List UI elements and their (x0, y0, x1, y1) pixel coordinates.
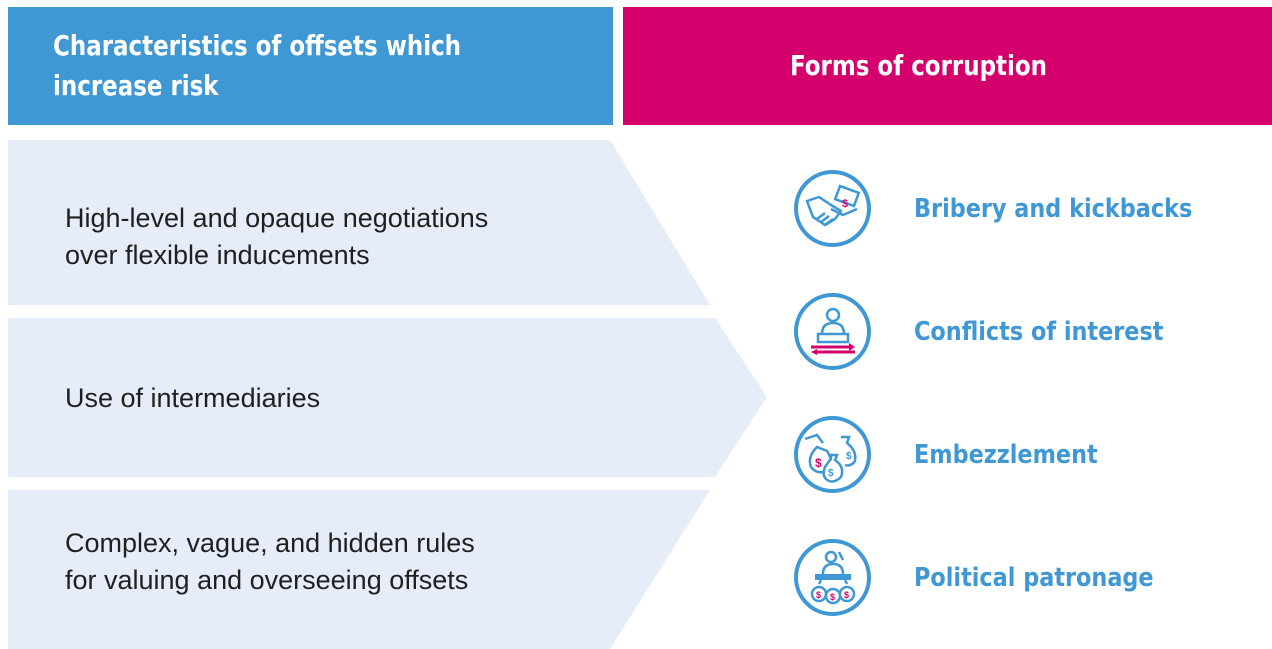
chevron-shape-1 (8, 140, 710, 305)
characteristic-item-3: Complex, vague, and hidden rules for val… (65, 525, 475, 599)
header-characteristics: Characteristics of offsets which increas… (8, 7, 613, 125)
form-label-patronage: Political patronage (914, 562, 1154, 593)
characteristic-1-line-2: over flexible inducements (65, 240, 370, 270)
svg-text:$: $ (846, 451, 852, 462)
header-forms-of-corruption: Forms of corruption (623, 7, 1272, 125)
svg-text:$: $ (830, 592, 835, 602)
form-item-patronage: $ $ $ Political patronage (794, 539, 1193, 616)
chevron-shape-3 (8, 490, 710, 649)
header-forms-text: Forms of corruption (790, 49, 1047, 82)
characteristic-3-line-1: Complex, vague, and hidden rules (65, 528, 475, 558)
characteristic-item-2: Use of intermediaries (65, 380, 320, 417)
header-characteristics-text: Characteristics of offsets which increas… (53, 29, 462, 102)
form-label-bribery: Bribery and kickbacks (914, 193, 1193, 224)
politician-icon: $ $ $ (794, 539, 871, 616)
characteristic-1-line-1: High-level and opaque negotiations (65, 203, 489, 233)
svg-text:$: $ (842, 198, 848, 210)
characteristic-3-line-2: for valuing and overseeing offsets (65, 565, 469, 595)
svg-text:$: $ (844, 590, 849, 600)
svg-text:$: $ (816, 590, 821, 600)
svg-text:$: $ (828, 468, 834, 479)
form-label-conflicts: Conflicts of interest (914, 316, 1164, 347)
svg-text:$: $ (815, 456, 822, 470)
handshake-icon: $ (794, 170, 871, 247)
characteristic-2-line-1: Use of intermediaries (65, 383, 321, 413)
chevron-shape-2 (8, 318, 767, 477)
money-bags-icon: $ $ $ (794, 416, 871, 493)
form-item-embezzlement: $ $ $ Embezzlement (794, 416, 1128, 493)
form-label-embezzlement: Embezzlement (914, 439, 1098, 470)
form-item-bribery: $ Bribery and kickbacks (794, 170, 1238, 247)
characteristic-item-1: High-level and opaque negotiations over … (65, 200, 488, 274)
form-item-conflicts: Conflicts of interest (794, 293, 1204, 370)
person-arrows-icon (794, 293, 871, 370)
